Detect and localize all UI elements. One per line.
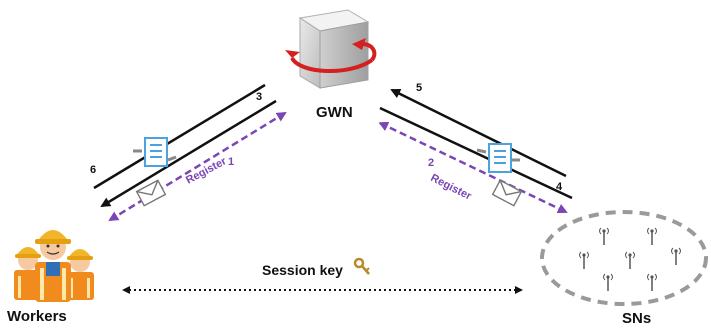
register-arrow-1 <box>108 111 287 222</box>
key-icon <box>353 257 370 275</box>
flow-arrow-4 <box>379 106 573 200</box>
antenna-icon <box>579 227 681 291</box>
register-arrow-2 <box>378 121 568 214</box>
document-icon <box>476 143 520 173</box>
flow-arrow-6 <box>100 99 277 208</box>
antenna-icon <box>647 273 657 291</box>
flow-arrow-3 <box>93 83 266 190</box>
sn-cloud <box>540 210 708 306</box>
antenna-icon <box>603 273 613 291</box>
worker-center <box>35 230 71 302</box>
step-4-label: 4 <box>556 181 563 193</box>
step-5-label: 5 <box>416 82 423 94</box>
document-icon <box>133 137 177 167</box>
sensors-label: SNs <box>622 310 652 327</box>
step-6-label: 6 <box>90 164 97 176</box>
flow-arrow-5 <box>390 88 567 178</box>
gateway-label: GWN <box>316 104 353 121</box>
worker-right <box>66 249 94 300</box>
workers-group-icon <box>14 230 94 302</box>
antenna-icon <box>579 251 589 269</box>
step-3-label: 3 <box>256 91 263 103</box>
session-key-label: Session key <box>262 262 343 278</box>
envelope-icon <box>135 179 167 207</box>
antenna-icon <box>671 247 681 265</box>
antenna-icon <box>625 251 635 269</box>
step-1-label: 1 <box>228 156 235 168</box>
envelope-icon <box>491 179 523 207</box>
step-2-label: 2 <box>428 157 435 169</box>
server-cube-icon <box>285 9 377 89</box>
antenna-icon <box>599 227 609 245</box>
workers-label: Workers <box>7 308 67 325</box>
antenna-icon <box>647 227 657 245</box>
